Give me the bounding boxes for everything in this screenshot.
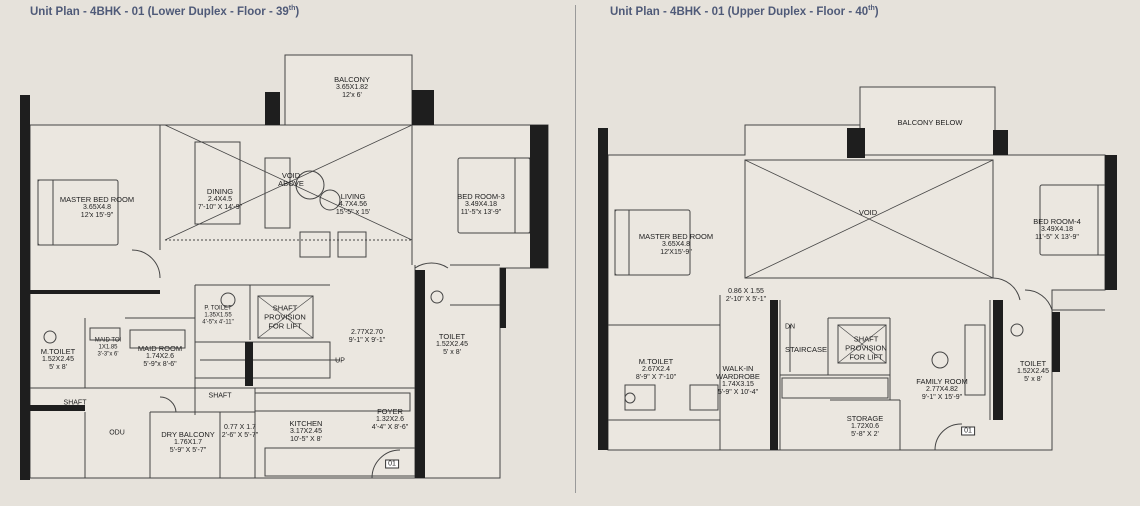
shaft-tag-1: SHAFT — [63, 399, 87, 407]
shaft-tag-2: SHAFT — [208, 392, 232, 400]
plan-title-lower: Unit Plan - 4BHK - 01 (Lower Duplex - Fl… — [30, 5, 300, 18]
unit-number-lower: 01 — [385, 459, 399, 469]
stair-down-tag: DN — [784, 323, 796, 331]
plan-divider — [575, 5, 576, 493]
shaft-provision-lift: SHAFT PROVISION FOR LIFT — [264, 303, 306, 331]
room-void: VOID — [858, 208, 878, 217]
stair-up-tag: UP — [335, 357, 345, 365]
shaft-provision-lift-upper: SHAFT PROVISION FOR LIFT — [845, 334, 887, 362]
odu-tag: ODU — [109, 429, 125, 437]
room-balcony-below: BALCONY BELOW — [897, 118, 963, 127]
room-staircase: STAIRCASE — [785, 345, 827, 354]
room-void-above: VOID ABOVE — [278, 171, 304, 188]
unit-number-upper: 01 — [961, 426, 975, 436]
plan-title-upper: Unit Plan - 4BHK - 01 (Upper Duplex - Fl… — [610, 5, 879, 18]
